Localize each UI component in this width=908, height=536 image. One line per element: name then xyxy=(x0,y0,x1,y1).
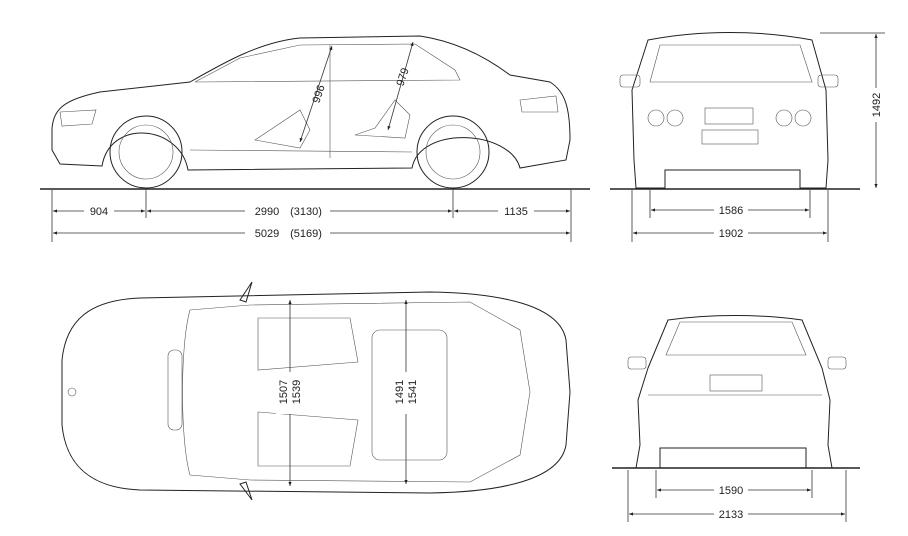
rear-view: 1590 2133 xyxy=(612,315,860,522)
headlight xyxy=(59,109,97,127)
kidney-grille xyxy=(704,107,754,125)
wheelbase-label: 2990 xyxy=(255,206,279,218)
front-wheel xyxy=(109,115,183,189)
wheelbase-alt-label: (3130) xyxy=(290,206,322,218)
roof-outline xyxy=(182,301,531,483)
front-seat xyxy=(254,109,311,149)
front-track-label: 1586 xyxy=(719,205,743,217)
front-overhang-label: 904 xyxy=(90,206,108,218)
sill-line xyxy=(189,149,413,153)
front-headroom-label: 996 xyxy=(311,83,328,104)
front-right-seat xyxy=(257,411,359,467)
rear-bench xyxy=(371,329,448,461)
bmw-badge xyxy=(67,387,77,397)
width-mirrors-label: 2133 xyxy=(719,509,743,521)
taillight xyxy=(519,95,559,113)
rear-overhang-label: 1135 xyxy=(504,206,528,218)
side-body-outline xyxy=(51,35,571,171)
side-view: 996 979 904 2990 (3130) 1135 5029 (5169) xyxy=(40,35,590,242)
rear-wheel xyxy=(416,115,490,189)
rear-seat xyxy=(354,99,411,139)
windshield xyxy=(649,44,813,83)
side-windows xyxy=(194,43,461,83)
front-body-outline xyxy=(631,32,829,189)
top-right-mirror xyxy=(239,481,253,501)
rear-elbow-label: 1541 xyxy=(407,380,419,404)
top-body-outline xyxy=(61,291,571,494)
rear-shoulder-label: 1491 xyxy=(394,380,406,404)
top-view: 1507 1539 1491 1541 xyxy=(61,281,571,501)
rear-headroom-label: 979 xyxy=(395,66,412,87)
rear-body-outline xyxy=(635,315,833,469)
front-view: 1586 1902 1492 xyxy=(610,32,885,242)
top-left-mirror xyxy=(239,281,253,303)
left-mirror xyxy=(619,74,641,88)
height-label: 1492 xyxy=(871,93,883,117)
rear-track-label: 1590 xyxy=(719,485,743,497)
right-mirror xyxy=(817,74,839,88)
length-alt-label: (5169) xyxy=(290,228,322,240)
rear-plate xyxy=(709,374,763,392)
hood-vent xyxy=(167,349,183,431)
length-label: 5029 xyxy=(255,228,279,240)
front-shoulder-label: 1507 xyxy=(278,380,290,404)
front-left-seat xyxy=(257,317,359,371)
front-elbow-label: 1539 xyxy=(291,380,303,404)
front-width-label: 1902 xyxy=(719,228,743,240)
rear-window xyxy=(665,321,807,356)
front-plate xyxy=(701,129,759,145)
